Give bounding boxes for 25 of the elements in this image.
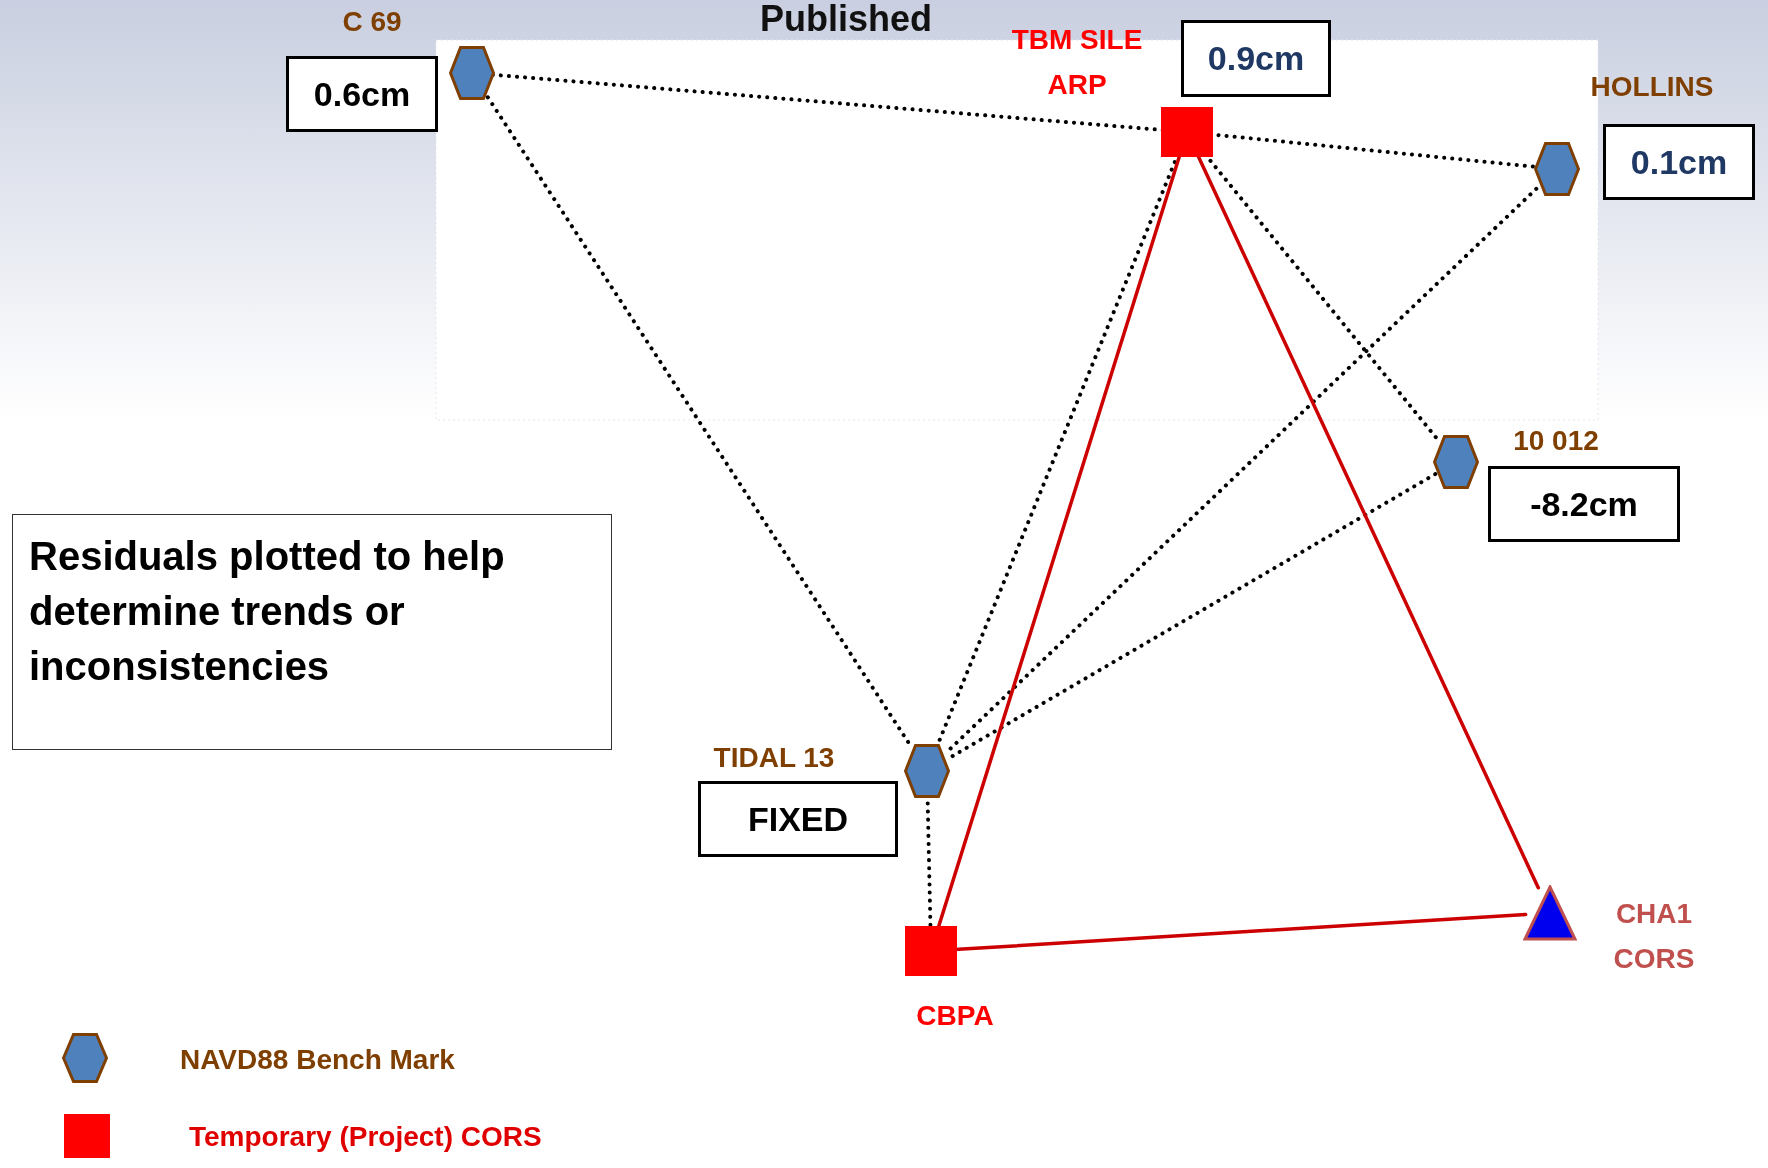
- note-box: [12, 514, 612, 750]
- legend-label: NAVD88 Bench Mark: [180, 1043, 455, 1077]
- bench-mark-hexagon: [1534, 142, 1580, 196]
- station-name: CBPA: [916, 999, 994, 1033]
- residual-box: 0.9cm: [1181, 20, 1331, 97]
- station-name: 10 012: [1513, 424, 1599, 458]
- residual-box: -8.2cm: [1488, 466, 1680, 542]
- title: Published: [760, 0, 933, 40]
- station-name: CHA1 CORS: [1612, 897, 1696, 976]
- note-text: Residuals plotted to help determine trends or inconsistencies: [29, 533, 506, 691]
- dotted-line: [945, 186, 1539, 754]
- station-name: C 69: [342, 5, 402, 39]
- bench-mark-hexagon: [449, 46, 495, 100]
- residual-box: 0.6cm: [286, 56, 438, 132]
- station-name: TIDAL 13: [713, 741, 835, 775]
- cors-triangle: [1523, 885, 1577, 941]
- residual-box: 0.1cm: [1603, 124, 1755, 200]
- bench-mark-hexagon: [1433, 435, 1479, 489]
- residual-box: FIXED: [698, 781, 898, 857]
- legend-label: Temporary (Project) CORS: [189, 1120, 542, 1154]
- station-name: TBM SILE ARP: [1010, 23, 1144, 102]
- station-name: HOLLINS: [1590, 70, 1714, 104]
- cors-square: [905, 926, 957, 976]
- cors-square: [1161, 107, 1213, 157]
- bench-mark-hexagon: [904, 744, 950, 798]
